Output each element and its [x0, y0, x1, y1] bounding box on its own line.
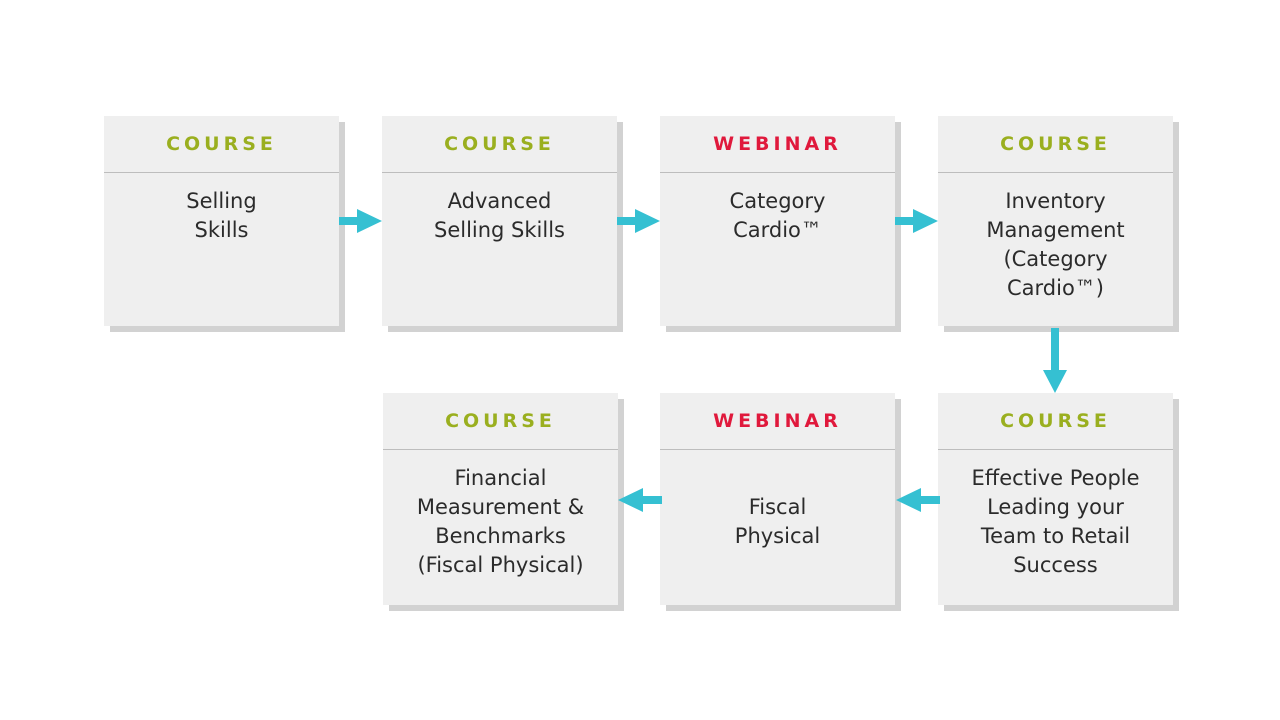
- type-label: COURSE: [444, 133, 555, 155]
- card-selling-skills: COURSE Selling Skills: [104, 116, 339, 326]
- type-label: COURSE: [166, 133, 277, 155]
- type-label: WEBINAR: [713, 133, 842, 155]
- type-label: COURSE: [445, 410, 556, 432]
- card-title: Category Cardio™: [729, 189, 826, 242]
- right-arrow-icon: [617, 209, 660, 233]
- card-header: COURSE: [383, 393, 618, 450]
- card-category-cardio: WEBINAR Category Cardio™: [660, 116, 895, 326]
- card-header: COURSE: [938, 393, 1173, 450]
- right-arrow-icon: [895, 209, 938, 233]
- left-arrow-icon: [896, 488, 940, 512]
- card-title: Selling Skills: [186, 189, 257, 242]
- type-label: COURSE: [1000, 133, 1111, 155]
- type-label: COURSE: [1000, 410, 1111, 432]
- card-header: COURSE: [938, 116, 1173, 173]
- card-title: Advanced Selling Skills: [433, 189, 565, 242]
- card-inventory-management: COURSE Inventory Management (Category Ca…: [938, 116, 1173, 326]
- down-arrow-icon: [1043, 328, 1067, 393]
- card-header: WEBINAR: [660, 393, 895, 450]
- left-arrow-icon: [618, 488, 662, 512]
- card-effective-people: COURSE Effective People Leading your Tea…: [938, 393, 1173, 605]
- card-title: Effective People Leading your Team to Re…: [971, 466, 1140, 577]
- card-fiscal-physical: WEBINAR Fiscal Physical: [660, 393, 895, 605]
- card-header: WEBINAR: [660, 116, 895, 173]
- card-header: COURSE: [382, 116, 617, 173]
- card-header: COURSE: [104, 116, 339, 173]
- card-financial-measurement: COURSE Financial Measurement & Benchmark…: [383, 393, 618, 605]
- card-advanced-selling-skills: COURSE Advanced Selling Skills: [382, 116, 617, 326]
- card-title: Inventory Management (Category Cardio™): [986, 189, 1125, 300]
- card-title: Fiscal Physical: [734, 495, 821, 548]
- type-label: WEBINAR: [713, 410, 842, 432]
- right-arrow-icon: [339, 209, 382, 233]
- card-title: Financial Measurement & Benchmarks (Fisc…: [416, 466, 585, 577]
